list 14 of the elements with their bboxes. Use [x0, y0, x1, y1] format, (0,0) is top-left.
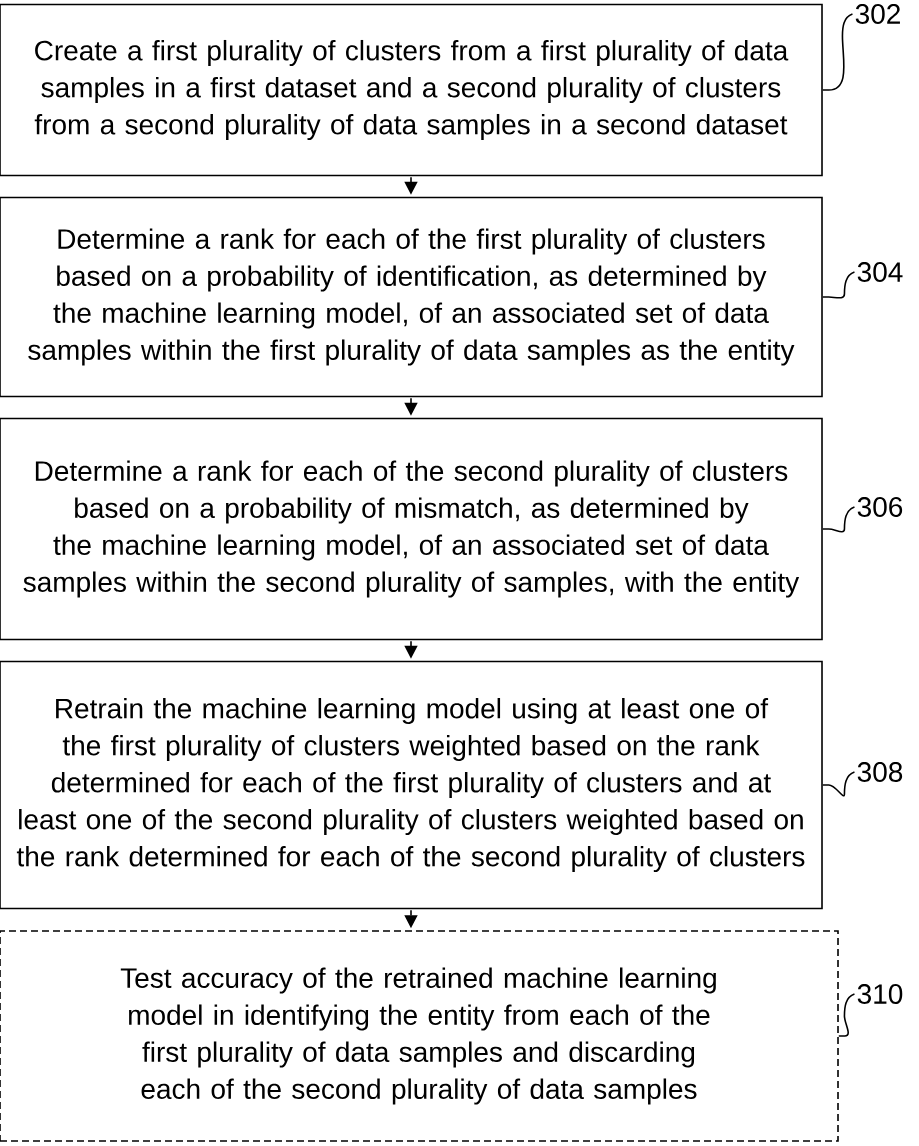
leader-line	[822, 771, 856, 797]
reference-number: 310	[857, 984, 903, 1004]
process-box: Create a first plurality of clusters from a first plurality of data samples in a first dataset and a second plurality of clusters from a second plurality of data samples in a second dataset	[0, 3, 823, 177]
reference-number: 302	[855, 4, 900, 24]
process-box: Determine a rank for each of the second plurality of clusters based on a probability of mismatch, as determined by the machine learning model, of an associated set of data samples within the second plurality of samples, with the entity	[0, 417, 823, 641]
reference-number: 308	[857, 762, 903, 782]
reference-number: 304	[857, 262, 903, 282]
leader-line	[822, 13, 854, 91]
leader-line	[822, 506, 856, 533]
process-box: Determine a rank for each of the first plurality of clusters based on a probability of identification, as determined by the machine learning model, of an associated set of data samples within the first plurality of data samples as the entity	[0, 196, 823, 398]
leader-line	[822, 271, 856, 299]
process-box: Retrain the machine learning model using at least one of the first plurality of clusters weighted based on the rank determined for each of the first plurality of clusters and at least one of the second plurality of clusters weighted based on the rank determined for each of the second plurality of clusters	[0, 660, 823, 910]
process-box: Test accuracy of the retrained machine learning model in identifying the entity from each of the first plurality of data samples and discarding each of the second plurality of data samples	[0, 930, 839, 1142]
reference-number: 306	[857, 497, 903, 517]
